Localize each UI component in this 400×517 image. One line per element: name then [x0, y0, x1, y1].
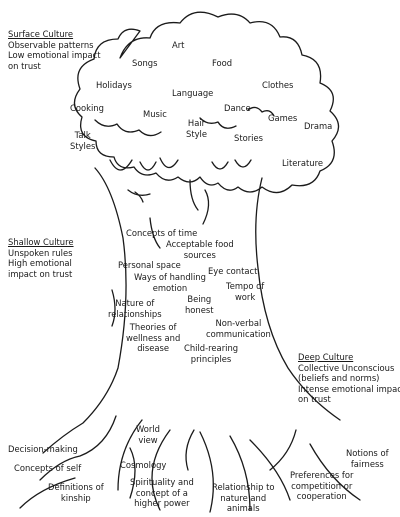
- shallow-culture-line: impact on trust: [8, 268, 73, 279]
- label-literature: Literature: [282, 158, 324, 168]
- surface-culture-caption: Surface Culture Observable patterns Low …: [8, 29, 101, 71]
- surface-culture-line: Low emotional impact: [8, 50, 101, 60]
- label-personal-space: Personal space: [118, 260, 181, 270]
- label-definitions-of-kinship: Definitions of kinship: [48, 482, 104, 503]
- surface-culture-heading: Surface Culture: [8, 29, 74, 39]
- label-language: Language: [172, 88, 214, 98]
- label-clothes: Clothes: [262, 80, 294, 90]
- label-notions-of-fairness: Notions of fairness: [346, 448, 389, 469]
- deep-culture-heading: Deep Culture: [298, 352, 354, 362]
- label-songs: Songs: [132, 58, 158, 68]
- deep-culture-line: on trust: [298, 394, 331, 404]
- label-cooking: Cooking: [70, 103, 104, 113]
- label-food: Food: [212, 58, 233, 68]
- label-preferences-for-competition: Preferences for competition or cooperati…: [290, 470, 354, 501]
- label-world-view: World view: [136, 424, 160, 445]
- shallow-culture-line: High emotional: [8, 258, 72, 268]
- deep-culture-line: (beliefs and norms): [298, 373, 380, 383]
- trunk-left: [42, 167, 127, 454]
- label-holidays: Holidays: [96, 80, 132, 90]
- deep-culture-line: Collective Unconscious: [298, 362, 395, 373]
- label-relationship-to-nature: Relationship to nature and animals: [212, 482, 275, 513]
- label-decision-making: Decision-making: [8, 444, 78, 454]
- label-acceptable-food-sources: Acceptable food sources: [166, 239, 234, 260]
- deep-culture-line: Intense emotional impact: [298, 383, 400, 394]
- shallow-culture-heading: Shallow Culture: [8, 237, 74, 247]
- shallow-culture-line: Unspoken rules: [8, 247, 73, 258]
- shallow-culture-caption: Shallow Culture Unspoken rules High emot…: [8, 237, 74, 279]
- label-concepts-of-self: Concepts of self: [14, 463, 82, 473]
- deep-culture-caption: Deep Culture Collective Unconscious (bel…: [298, 352, 400, 405]
- label-tempo-of-work: Tempo of work: [226, 281, 265, 302]
- label-music: Music: [143, 109, 167, 119]
- surface-culture-line: on trust: [8, 60, 41, 71]
- label-ways-of-handling-emotion: Ways of handling emotion: [134, 272, 206, 293]
- label-child-rearing-principles: Child-rearing principles: [184, 343, 239, 364]
- label-theories-of-wellness: Theories of wellness and disease: [126, 322, 181, 353]
- surface-culture-line: Observable patterns: [8, 39, 94, 50]
- trunk-right: [255, 177, 341, 421]
- label-eye-contact: Eye contact: [208, 266, 258, 276]
- label-drama: Drama: [304, 121, 333, 131]
- label-nature-of-relationships: Nature of relationships: [108, 298, 162, 319]
- label-concepts-of-time: Concepts of time: [126, 228, 198, 238]
- label-hair-style: Hair Style: [186, 118, 208, 139]
- label-dance: Dance: [224, 103, 251, 113]
- label-art: Art: [172, 40, 185, 50]
- label-cosmology: Cosmology: [120, 460, 167, 470]
- label-talk-styles: Talk Styles: [70, 130, 96, 151]
- label-being-honest: Being honest: [185, 294, 214, 315]
- tree-crown: [73, 11, 340, 194]
- label-non-verbal-communication: Non-verbal communication: [206, 318, 271, 339]
- label-stories: Stories: [234, 133, 264, 143]
- label-spirituality: Spirituality and concept of a higher pow…: [130, 477, 194, 508]
- label-games: Games: [268, 113, 298, 123]
